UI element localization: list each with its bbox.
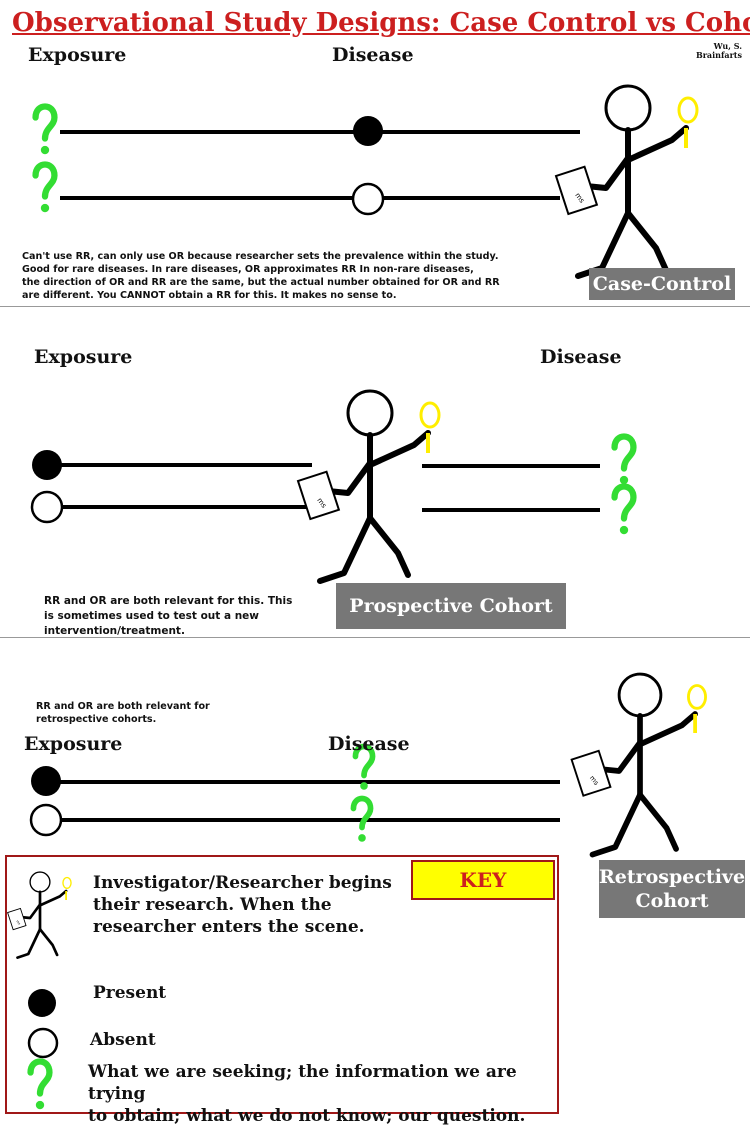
absent-dot [27,1027,59,1059]
researcher-icon: ms [554,84,699,279]
absent-dot [29,803,63,837]
key-line: Investigator/Researcher begins [93,873,392,893]
absent-dot [351,182,385,216]
researcher-icon: ms [570,672,707,858]
page-title: Observational Study Designs: Case Contro… [12,8,750,38]
magnifier-icon [419,401,441,429]
question-mark-icon [32,103,58,155]
clipboard-icon: ms [554,165,599,216]
researcher-icon: ms [296,389,441,584]
exposure-label: Exposure [34,346,133,368]
key-line: What we are seeking; the information we … [88,1062,517,1104]
question-mark-icon [27,1058,53,1110]
key-present-text: Present [93,983,167,1003]
absent-dot [30,490,64,524]
question-mark-icon [611,483,637,535]
magnifier-icon [687,684,707,710]
key-tag: KEY [411,860,555,900]
box-line: Retrospective [598,866,746,888]
magnifier-icon [677,96,699,124]
disease-label: Disease [540,346,622,368]
note-line: Can't use RR, can only use OR because re… [22,251,499,262]
section-divider [0,637,750,638]
case-control-panel [60,116,580,216]
present-dot [353,116,383,146]
present-dot [31,766,61,796]
key-researcher-text: Investigator/Researcher begins their res… [93,872,403,938]
researcher-icon: ms [7,871,72,959]
case-control-label-box: Case-Control [589,268,735,300]
credit-line: Brainfarts [695,50,742,60]
question-mark-icon [611,433,637,485]
present-dot [28,989,56,1017]
present-dot [32,450,62,480]
exposure-label: Exposure [28,44,127,66]
clipboard-icon: ms [296,470,341,521]
question-mark-icon [350,795,374,842]
retrospective-note: RR and OR are both relevant for retrospe… [36,700,296,726]
prospective-panel [30,450,600,524]
retrospective-panel [29,766,560,837]
box-line: Cohort [635,890,709,912]
author-credit: Wu, S. Brainfarts [696,42,742,60]
key-legend [5,855,559,1114]
svg-text:ms: ms [15,919,21,925]
prospective-label-box: Prospective Cohort [336,583,566,629]
note-line: is sometimes used to test out a new [44,610,259,622]
note-line: intervention/treatment. [44,625,185,637]
key-glyphs [27,989,59,1059]
disease-label: Disease [328,733,410,755]
clipboard-icon: ms [7,907,27,931]
case-control-note: Can't use RR, can only use OR because re… [22,250,542,302]
note-line: the direction of OR and RR are the same,… [22,277,500,288]
section-divider [0,306,750,307]
note-line: RR and OR are both relevant for this. Th… [44,595,293,607]
key-absent-text: Absent [90,1030,156,1050]
note-line: are different. You CANNOT obtain a RR fo… [22,290,397,301]
key-line: to obtain; what we do not know; our ques… [88,1106,526,1126]
key-question-text: What we are seeking; the information we … [88,1061,548,1127]
magnifier-icon [62,876,72,889]
note-line: RR and OR are both relevant for [36,701,210,712]
prospective-note: RR and OR are both relevant for this. Th… [44,594,324,639]
retrospective-label-box: Retrospective Cohort [599,860,745,918]
question-mark-icon [32,161,58,213]
note-line: retrospective cohorts. [36,714,157,725]
credit-line: Wu, S. [713,41,742,51]
clipboard-icon: ms [570,749,612,797]
note-line: Good for rare diseases. In rare diseases… [22,264,474,275]
key-line: their research. When the [93,895,332,915]
disease-label: Disease [332,44,414,66]
exposure-label: Exposure [24,733,123,755]
key-line: researcher enters the scene. [93,917,365,937]
question-mark-icon [352,743,376,790]
